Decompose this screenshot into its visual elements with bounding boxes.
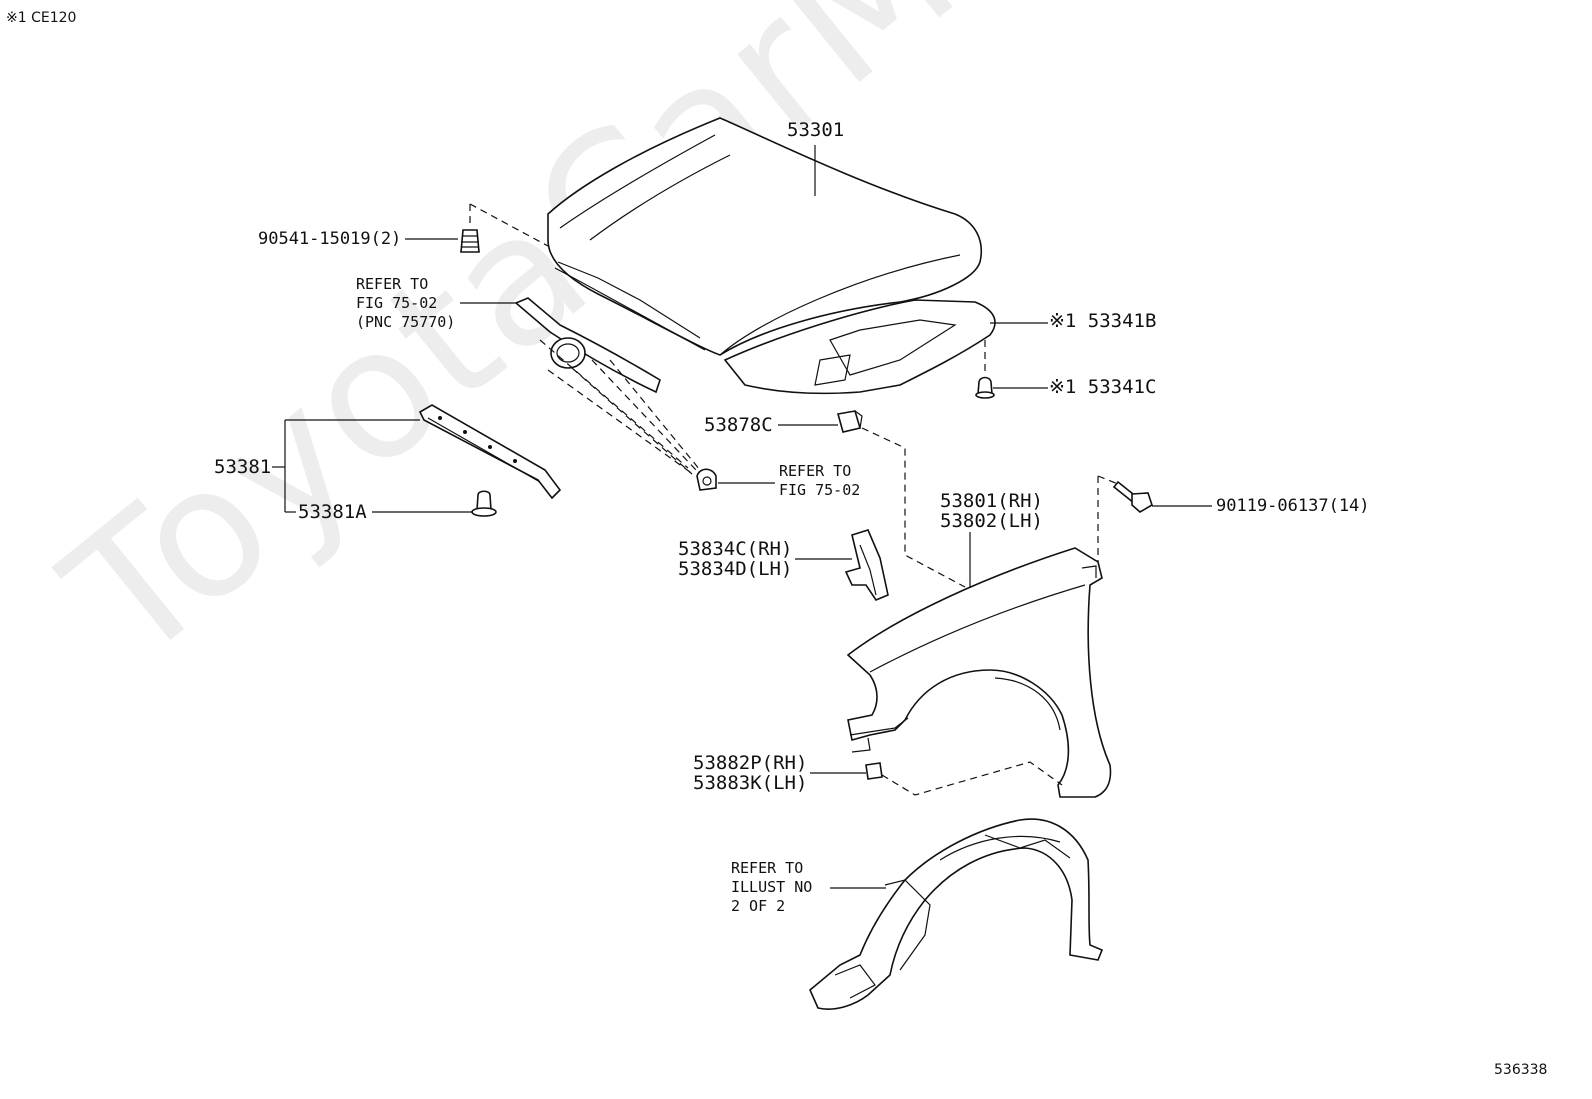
insulator-clip-part[interactable] [975,340,995,399]
label-refer-liner[interactable]: REFER TO ILLUST NO 2 OF 2 [731,859,813,915]
fender-liner-part[interactable] [809,818,1104,1010]
radiator-seal-part[interactable] [418,404,562,500]
label-fender-bracket[interactable]: 53834C(RH) 53834D(LH) [678,538,793,580]
fender-bolt-part[interactable] [1097,475,1153,570]
fender-part[interactable] [846,547,1112,798]
seal-retainer-part[interactable] [836,410,966,588]
figure-number: 536338 [1494,1062,1548,1078]
label-refer-clip[interactable]: REFER TO FIG 75-02 [779,462,861,499]
bumper-stop-part[interactable] [460,203,549,253]
fender-bracket-part[interactable] [844,529,889,601]
label-radiator-seal[interactable]: 53381 [214,456,272,478]
label-seal-retainer[interactable]: 53878C [704,414,773,436]
grille-clip-part[interactable] [696,468,717,491]
label-refer-grille[interactable]: REFER TO FIG 75-02 (PNC 75770) [356,275,456,331]
fender-pad-part[interactable] [865,761,1063,796]
label-bumper-stop[interactable]: 90541-15019(2) [258,229,402,249]
grille-moulding-part[interactable] [514,297,661,394]
label-fender-bolt[interactable]: 90119-06137(14) [1216,496,1370,516]
label-fender-pad[interactable]: 53882P(RH) 53883K(LH) [693,752,808,794]
seal-clip-part[interactable] [471,490,497,517]
label-hood[interactable]: 53301 [787,119,845,141]
leader-lines [272,145,1212,889]
hood-part[interactable] [547,117,982,356]
corner-note: ※1 CE120 [6,10,77,26]
label-fender[interactable]: 53801(RH) 53802(LH) [940,490,1043,532]
label-insulator-clip[interactable]: ※1 53341C [1049,376,1157,398]
label-hood-insulator[interactable]: ※1 53341B [1049,310,1157,332]
hood-insulator-part[interactable] [723,299,996,395]
label-seal-clip[interactable]: 53381A [298,501,367,523]
